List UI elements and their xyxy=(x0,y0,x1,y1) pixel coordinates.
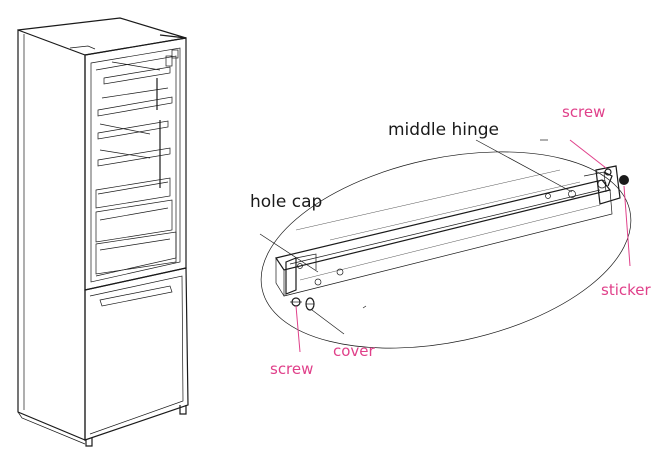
callout-leaders xyxy=(259,139,631,353)
hinge-detail-group xyxy=(260,151,632,349)
refrigerator-illustration xyxy=(17,17,189,447)
detail-ellipse xyxy=(260,151,632,349)
screw-top-label: screw xyxy=(562,103,605,121)
sticker-label: sticker xyxy=(601,281,651,299)
middle-hinge-label: middle hinge xyxy=(388,120,499,140)
cover-part xyxy=(305,297,315,311)
sticker-part xyxy=(619,175,629,185)
screw-bottom-label: screw xyxy=(270,360,313,378)
cover-label: cover xyxy=(333,342,376,360)
hole-cap-label: hole cap xyxy=(250,192,322,212)
screw-bottom-part xyxy=(290,297,302,307)
screw-top-part xyxy=(604,168,612,176)
